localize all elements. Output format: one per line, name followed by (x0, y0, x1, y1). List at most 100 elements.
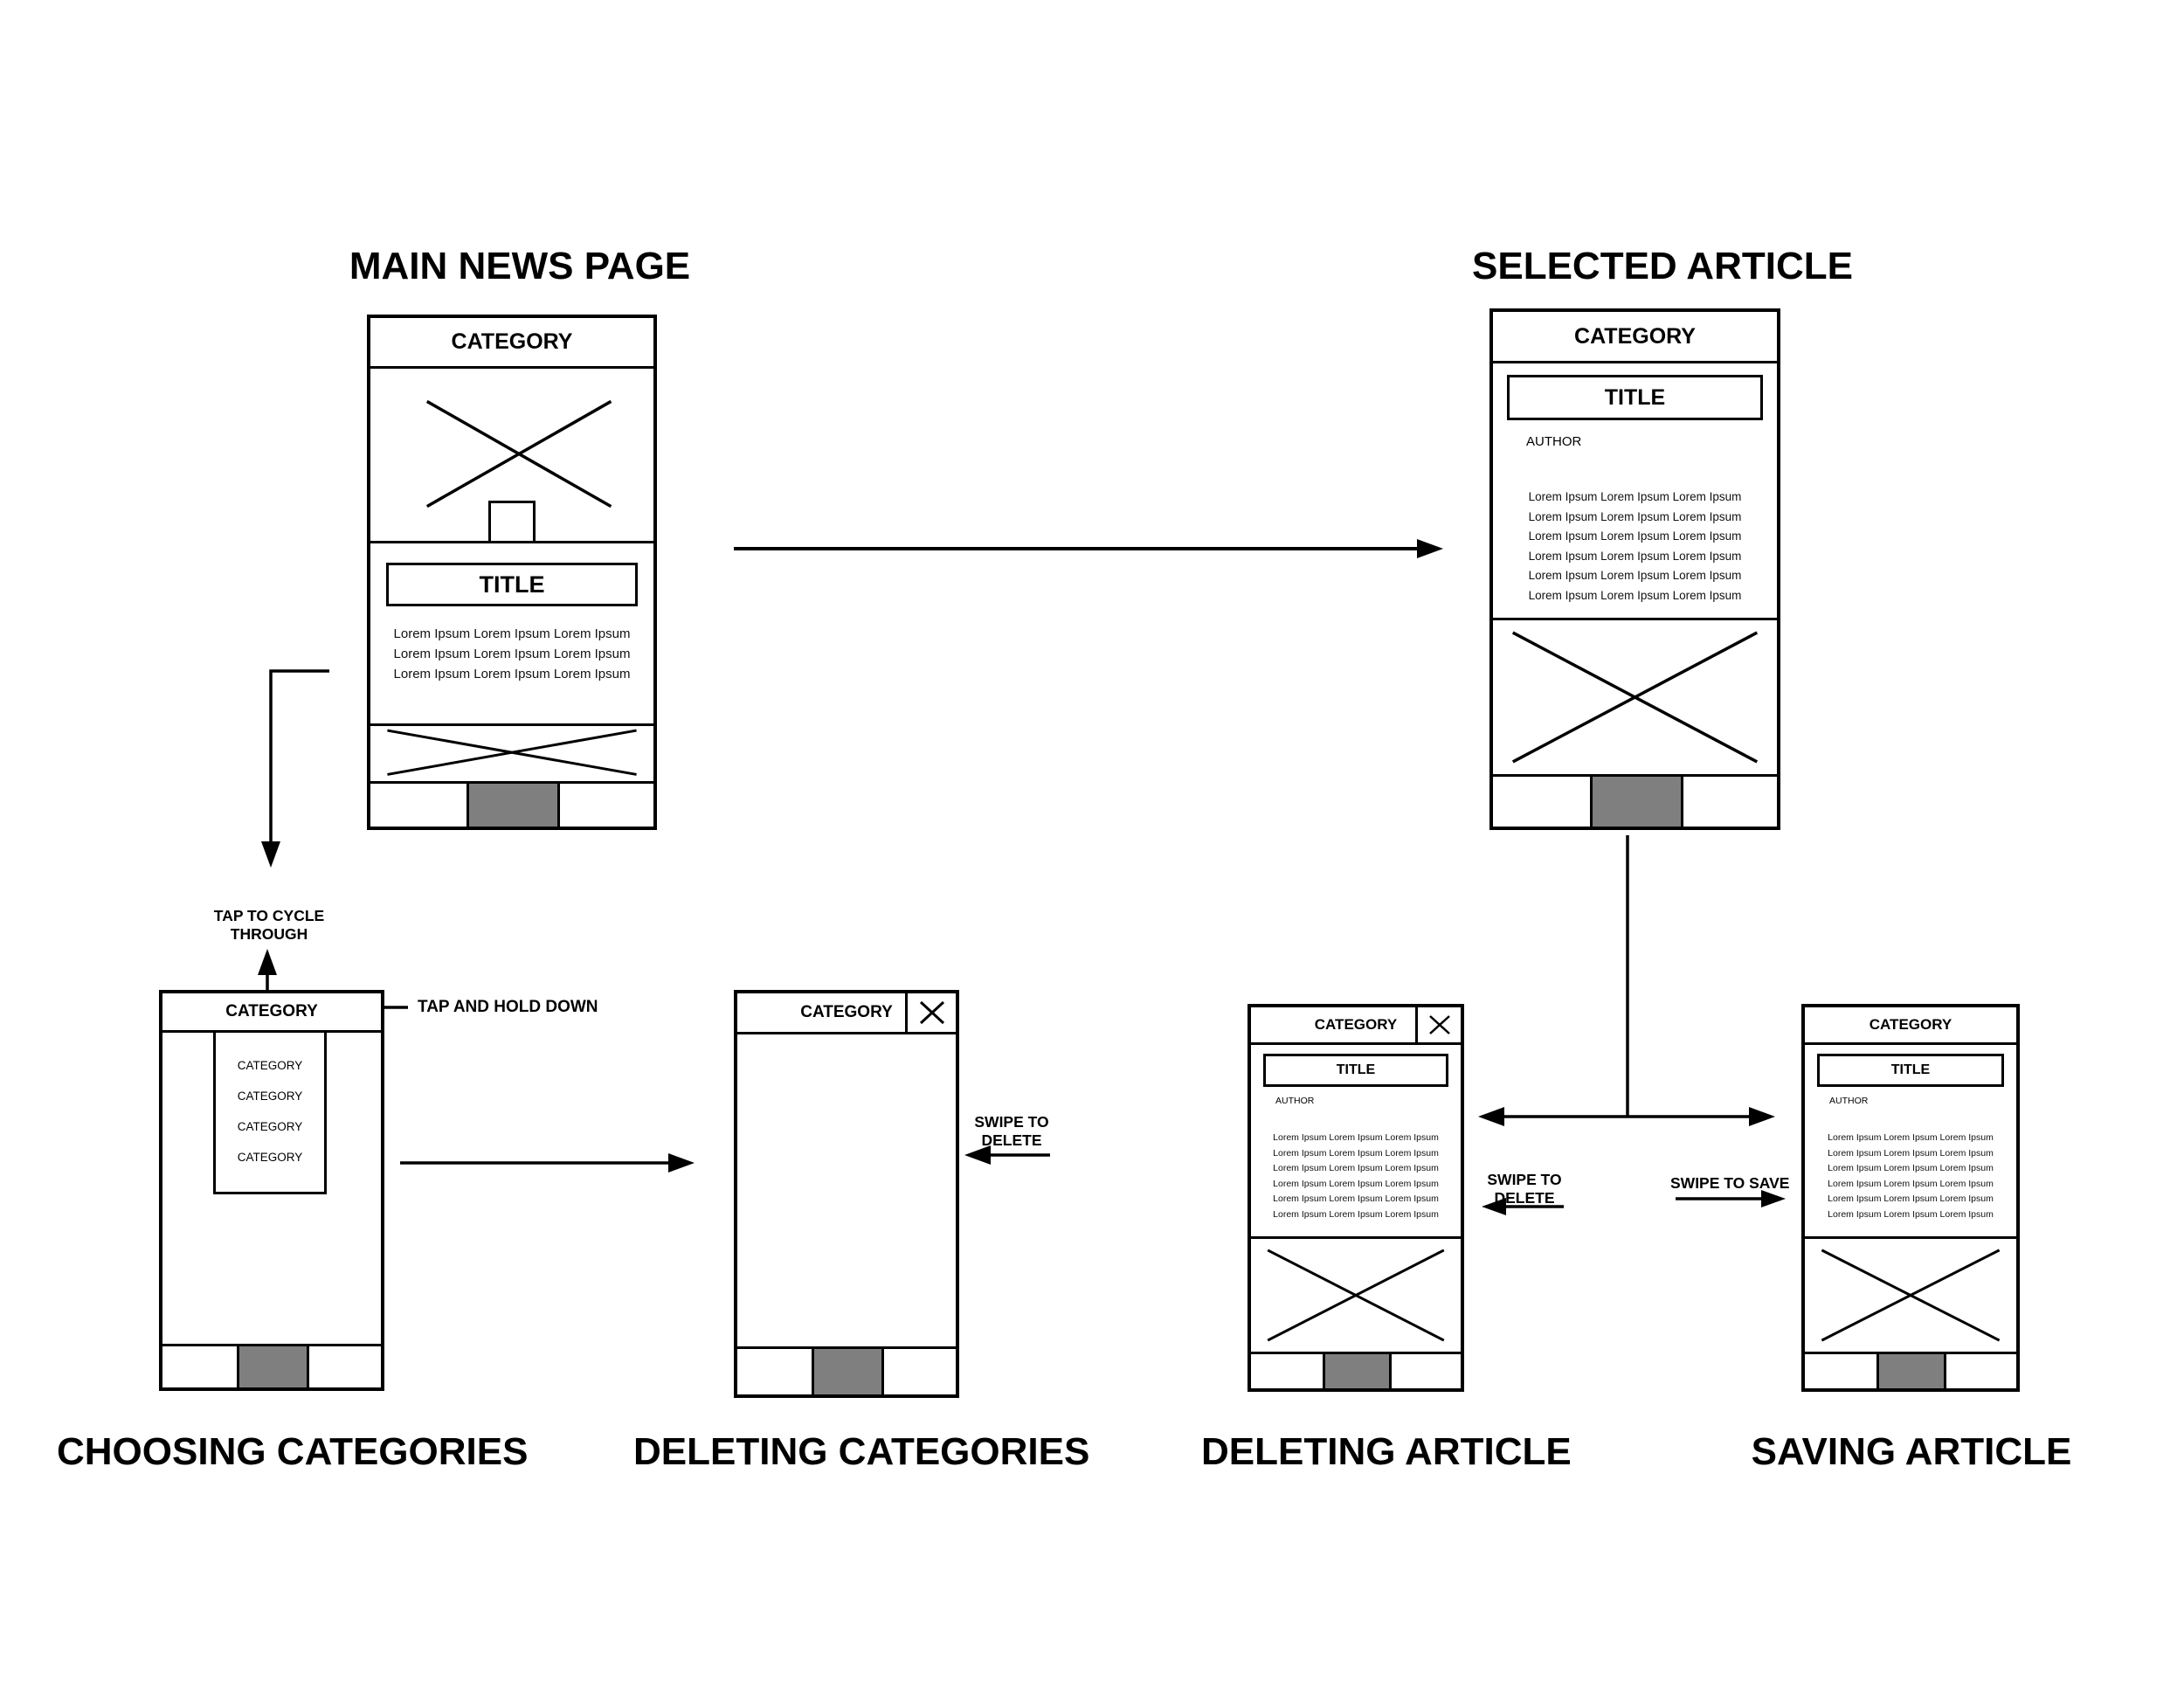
body-line: Lorem Ipsum Lorem Ipsum Lorem Ipsum (1528, 509, 1742, 523)
choosing-home-button[interactable] (237, 1346, 309, 1387)
body-line: Lorem Ipsum Lorem Ipsum Lorem Ipsum (1528, 490, 1742, 503)
label-tap-to-cycle: TAP TO CYCLE THROUGH (190, 907, 348, 944)
arrowhead-split-left (1478, 1107, 1504, 1126)
image-x-icon (1511, 631, 1759, 764)
phone-main-news-page: CATEGORY TITLE Lorem Ipsum Lorem Ipsum L… (367, 315, 657, 830)
main-category-label: CATEGORY (451, 329, 573, 354)
body-line: Lorem Ipsum Lorem Ipsum Lorem Ipsum (1528, 588, 1742, 602)
saving-article-title-box: TITLE (1817, 1054, 2004, 1087)
choosing-category-header[interactable]: CATEGORY (162, 993, 381, 1033)
arrowhead-swipe-save (1761, 1190, 1786, 1207)
arrowhead-main-to-choosing (261, 841, 280, 868)
selected-article-content: TITLE AUTHOR Lorem Ipsum Lorem Ipsum Lor… (1493, 363, 1777, 620)
phone-selected-article: CATEGORY TITLE AUTHOR Lorem Ipsum Lorem … (1489, 308, 1780, 830)
title-selected-article: SELECTED ARTICLE (1472, 245, 1853, 287)
main-bottom-bar (370, 784, 653, 827)
phone-saving-article: CATEGORY TITLE AUTHOR Lorem Ipsum Lorem … (1801, 1004, 2020, 1392)
body-line: Lorem Ipsum Lorem Ipsum Lorem Ipsum (1828, 1208, 1994, 1220)
title-choosing-categories: CHOOSING CATEGORIES (57, 1430, 529, 1473)
category-menu-item[interactable]: CATEGORY (237, 1090, 303, 1103)
selected-category-header[interactable]: CATEGORY (1493, 312, 1777, 363)
close-category-button[interactable] (905, 993, 956, 1032)
close-article-button[interactable] (1415, 1007, 1461, 1042)
label-swipe-delete-category: SWIPE TO DELETE (963, 1113, 1061, 1150)
main-category-header[interactable]: CATEGORY (370, 318, 653, 369)
deleting-article-title-box: TITLE (1263, 1054, 1448, 1087)
main-article-body: Lorem Ipsum Lorem Ipsum Lorem Ipsum Lore… (370, 624, 653, 684)
deleting-categories-header[interactable]: CATEGORY (737, 993, 956, 1034)
deleting-article-bottom-bar (1251, 1354, 1461, 1388)
label-tap-and-hold: TAP AND HOLD DOWN (418, 998, 598, 1016)
body-line: Lorem Ipsum Lorem Ipsum Lorem Ipsum (393, 667, 631, 681)
image-x-icon (425, 399, 612, 508)
selected-article-title-box: TITLE (1507, 375, 1763, 420)
main-article-summary: TITLE Lorem Ipsum Lorem Ipsum Lorem Ipsu… (370, 543, 653, 726)
saving-article-header[interactable]: CATEGORY (1805, 1007, 2016, 1045)
body-line: Lorem Ipsum Lorem Ipsum Lorem Ipsum (1828, 1193, 1994, 1204)
image-x-icon (1267, 1249, 1445, 1342)
arrowhead-split-right (1749, 1107, 1775, 1126)
category-menu-item[interactable]: CATEGORY (237, 1151, 303, 1164)
close-x-icon (919, 1000, 944, 1025)
deleting-categories-body (737, 1034, 956, 1349)
saving-article-body: Lorem Ipsum Lorem Ipsum Lorem Ipsum Lore… (1805, 1131, 2016, 1222)
deleting-article-body: Lorem Ipsum Lorem Ipsum Lorem Ipsum Lore… (1251, 1131, 1461, 1222)
main-image-caption-box (488, 501, 536, 541)
choosing-bottom-bar (162, 1346, 381, 1387)
deleting-article-header[interactable]: CATEGORY (1251, 1007, 1461, 1045)
selected-article-image-placeholder (1493, 620, 1777, 777)
deleting-article-home-button[interactable] (1322, 1354, 1392, 1388)
main-hero-image-placeholder (370, 369, 653, 543)
category-menu-item[interactable]: CATEGORY (237, 1059, 303, 1072)
body-line: Lorem Ipsum Lorem Ipsum Lorem Ipsum (1528, 549, 1742, 563)
arrowhead-tap-to-cycle (258, 949, 277, 975)
arrow-main-to-choosing (269, 669, 329, 847)
body-line: Lorem Ipsum Lorem Ipsum Lorem Ipsum (1528, 529, 1742, 543)
body-line: Lorem Ipsum Lorem Ipsum Lorem Ipsum (1828, 1178, 1994, 1189)
saving-article-category-label: CATEGORY (1869, 1016, 1952, 1033)
body-line: Lorem Ipsum Lorem Ipsum Lorem Ipsum (393, 647, 631, 661)
title-deleting-article: DELETING ARTICLE (1201, 1430, 1572, 1473)
phone-deleting-article: CATEGORY TITLE AUTHOR Lorem Ipsum Lorem … (1248, 1004, 1464, 1392)
close-x-icon (1428, 1015, 1450, 1034)
category-dropdown-menu: CATEGORY CATEGORY CATEGORY CATEGORY (213, 1033, 327, 1194)
saving-article-home-button[interactable] (1876, 1354, 1947, 1388)
deleting-article-title-label: TITLE (1336, 1062, 1376, 1077)
choosing-category-label: CATEGORY (225, 1002, 318, 1020)
selected-home-button[interactable] (1589, 777, 1683, 827)
saving-article-content: TITLE AUTHOR Lorem Ipsum Lorem Ipsum Lor… (1805, 1045, 2016, 1239)
phone-deleting-categories: CATEGORY (734, 990, 959, 1398)
main-article-title-box[interactable]: TITLE (386, 563, 638, 606)
choosing-body: CATEGORY CATEGORY CATEGORY CATEGORY (162, 1033, 381, 1346)
label-swipe-delete-article-line1: SWIPE TO (1487, 1171, 1562, 1188)
body-line: Lorem Ipsum Lorem Ipsum Lorem Ipsum (1528, 569, 1742, 582)
deleting-categories-home-button[interactable] (812, 1349, 884, 1394)
deleting-article-category-label: CATEGORY (1314, 1016, 1398, 1033)
next-article-image-preview[interactable] (370, 726, 653, 784)
body-line: Lorem Ipsum Lorem Ipsum Lorem Ipsum (1828, 1147, 1994, 1159)
main-article-title-label: TITLE (479, 571, 545, 598)
label-swipe-to-save: SWIPE TO SAVE (1670, 1174, 1790, 1192)
arrowhead-main-to-selected (1417, 539, 1443, 558)
deleting-article-content: TITLE AUTHOR Lorem Ipsum Lorem Ipsum Lor… (1251, 1045, 1461, 1239)
title-saving-article: SAVING ARTICLE (1751, 1430, 2072, 1473)
category-menu-item[interactable]: CATEGORY (237, 1120, 303, 1133)
title-deleting-categories: DELETING CATEGORIES (633, 1430, 1090, 1473)
body-line: Lorem Ipsum Lorem Ipsum Lorem Ipsum (1273, 1132, 1439, 1143)
arrowhead-choosing-to-deleting (668, 1153, 695, 1173)
deleting-article-author: AUTHOR (1275, 1096, 1315, 1106)
selected-article-title-label: TITLE (1604, 384, 1666, 410)
label-swipe-delete-article: SWIPE TO DELETE (1476, 1171, 1572, 1207)
label-swipe-delete-category-line1: SWIPE TO (974, 1113, 1049, 1131)
title-main-news-page: MAIN NEWS PAGE (349, 245, 691, 287)
label-tap-to-cycle-line1: TAP TO CYCLE (213, 907, 325, 924)
body-line: Lorem Ipsum Lorem Ipsum Lorem Ipsum (1828, 1132, 1994, 1143)
selected-article-author: AUTHOR (1526, 434, 1582, 449)
main-home-button[interactable] (467, 784, 561, 827)
image-x-icon (1821, 1249, 2001, 1342)
selected-bottom-bar (1493, 777, 1777, 827)
label-swipe-delete-category-line2: DELETE (981, 1131, 1042, 1149)
label-swipe-delete-article-line2: DELETE (1494, 1189, 1555, 1207)
preview-x-icon (387, 729, 637, 776)
